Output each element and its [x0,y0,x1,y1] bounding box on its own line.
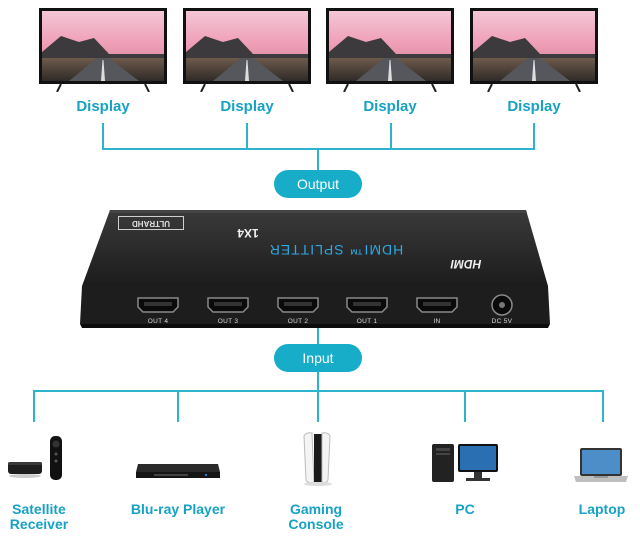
connector-line [390,123,392,150]
connector-line [464,390,466,422]
hdmi-port-out3 [206,296,250,314]
port-label-out4: OUT 4 [147,318,169,325]
display-label-2: Display [220,98,274,115]
ultrahd-badge: ULTRAHD [118,216,184,230]
connector-line [246,123,248,150]
display-tv-2 [183,8,311,92]
product-name-text: HDMI™ SPLITTER [268,242,404,258]
hdmi-port-in [415,296,459,314]
source-label-line1: Gaming [289,501,343,517]
port-label-out1: OUT 1 [356,318,378,325]
model-text: 1X4 [237,226,259,240]
connector-line [317,148,319,170]
source-label-pc: PC [455,501,475,517]
display-label-4: Display [507,98,561,115]
ultrahd-badge-text: ULTRAHD [131,219,171,228]
port-label-out2: OUT 2 [287,318,309,325]
display-tv-4 [470,8,598,92]
laptop-icon [572,444,630,484]
connector-line [317,390,319,422]
port-label-in: IN [433,318,441,325]
display-tv-1 [39,8,167,92]
connector-line [102,123,104,150]
display-tv-3 [326,8,454,92]
satellite-receiver-icon [4,432,72,486]
output-pill: Output [274,170,362,198]
source-label-line2: Console [288,516,344,532]
hdmi-port-out4 [136,296,180,314]
bluray-player-icon [134,458,222,482]
source-label-gaming-console: Gaming Console [256,502,376,532]
gaming-console-icon [294,430,342,488]
port-label-dc: DC 5V [491,318,513,325]
connector-line [317,372,319,392]
dc-power-port [490,293,514,317]
connector-line [533,123,535,150]
source-label-line2: Receiver [9,516,69,532]
hdmi-logo: HDMI [450,257,482,271]
hdmi-port-out2 [276,296,320,314]
source-label-line1: Satellite [12,501,66,517]
connector-line [602,390,604,422]
pc-icon [428,440,502,486]
source-label-laptop: Laptop [578,501,626,517]
connector-line [33,390,35,422]
connector-line [317,328,319,344]
display-label-1: Display [76,98,130,115]
input-pill: Input [274,344,362,372]
hdmi-port-out1 [345,296,389,314]
source-label-bluray-player: Blu-ray Player [130,501,226,517]
display-label-3: Display [363,98,417,115]
port-label-out3: OUT 3 [217,318,239,325]
connector-line [177,390,179,422]
source-label-satellite-receiver: Satellite Receiver [0,502,99,532]
